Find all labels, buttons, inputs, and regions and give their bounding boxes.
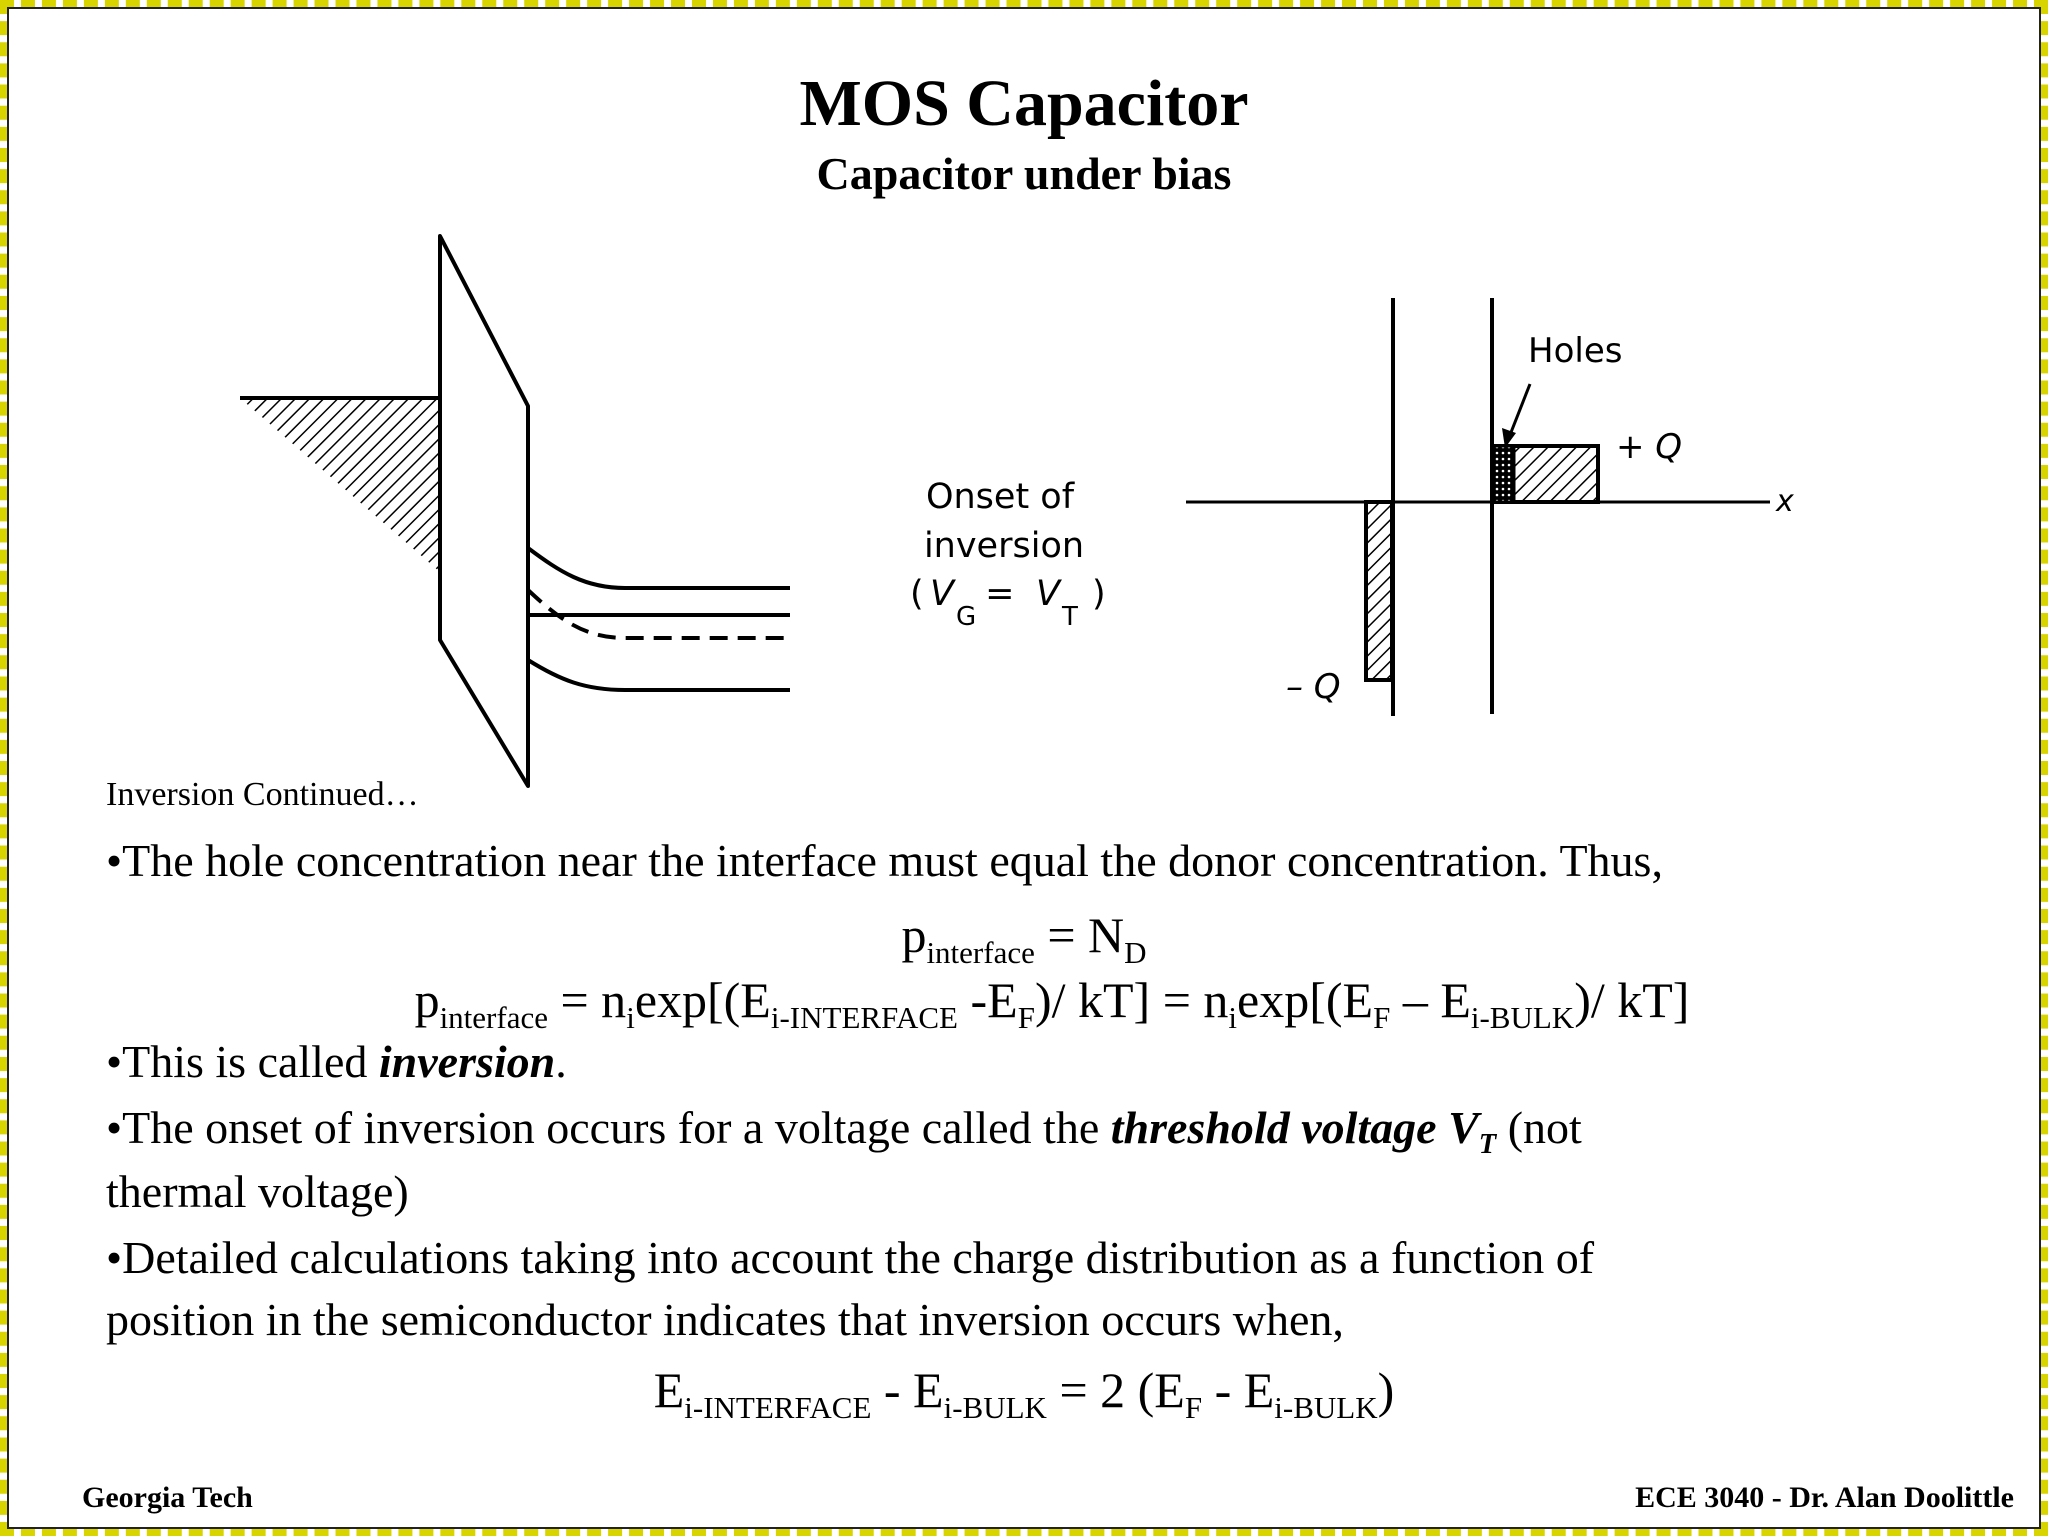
- eq2-f: – E: [1390, 972, 1471, 1028]
- intrinsic-level: [526, 588, 790, 640]
- bullet-detailed-line1: •Detailed calculations taking into accou…: [106, 1232, 1595, 1283]
- vt-close-paren: ): [1092, 574, 1106, 614]
- eq2-ef-sub: F: [1017, 999, 1035, 1035]
- bullet3-em: threshold voltage V: [1110, 1102, 1479, 1153]
- bullet-hole-concentration: •The hole concentration near the interfa…: [106, 835, 1663, 886]
- plus-q-label: + Q: [1616, 427, 1682, 467]
- valence-band: [526, 658, 790, 692]
- eq3-b: - E: [871, 1362, 944, 1418]
- footer-institution: Georgia Tech: [82, 1481, 253, 1514]
- eq2-b: exp[(E: [634, 972, 771, 1028]
- eq3-d-sub: i-BULK: [1274, 1389, 1378, 1425]
- slide-title: MOS Capacitor: [799, 67, 1249, 140]
- vg-equals: =: [974, 574, 1026, 614]
- bullet-threshold-line2: thermal voltage): [106, 1166, 409, 1217]
- holes-arrowhead: [1502, 428, 1516, 448]
- minus-q-label: – Q: [1286, 667, 1341, 707]
- eq1-p: p: [901, 907, 927, 963]
- eq2-eib-sub: i-BULK: [1470, 999, 1575, 1035]
- eq2-a: = n: [547, 972, 627, 1028]
- eq2-c: -E: [958, 972, 1018, 1028]
- onset-line2: inversion: [924, 526, 1084, 566]
- bullet-threshold-line1: •The onset of inversion occurs for a vol…: [106, 1100, 1582, 1159]
- conduction-band: [526, 546, 790, 590]
- bullet2-em: inversion: [378, 1036, 556, 1087]
- eq3-e: ): [1377, 1362, 1395, 1418]
- bullet2-pre: •This is called: [106, 1036, 379, 1087]
- slide-subtitle: Capacitor under bias: [816, 148, 1232, 199]
- charge-distribution-plot: [1186, 298, 1770, 716]
- negative-charge-bar: [1364, 500, 1394, 682]
- eq2-d: )/ kT] = n: [1034, 972, 1229, 1028]
- bullet3-post: (not: [1496, 1102, 1582, 1153]
- vg-symbol: V: [930, 574, 956, 614]
- inversion-continued: Inversion Continued…: [106, 776, 419, 813]
- eq3-c: = 2 (E: [1046, 1362, 1185, 1418]
- equation-p-interface-exp: pinterface = niexp[(Ei-INTERFACE -EF)/ k…: [0, 970, 2048, 1033]
- vt-symbol: V: [1036, 574, 1062, 614]
- bullet3-em-sub: T: [1478, 1128, 1497, 1160]
- eq1-p-sub: interface: [926, 934, 1035, 970]
- equation-p-interface-nd: pinterface = ND: [0, 905, 2048, 968]
- eq3-d: - E: [1202, 1362, 1275, 1418]
- eq1-nd-sub: D: [1124, 934, 1147, 970]
- onset-line1: Onset of: [926, 477, 1075, 517]
- bullet2-post: .: [555, 1036, 567, 1087]
- bullet-detailed-line2: position in the semiconductor indicates …: [106, 1294, 1344, 1345]
- equation-inversion-condition: Ei-INTERFACE - Ei-BULK = 2 (EF - Ei-BULK…: [0, 1360, 2048, 1423]
- eq3-a-sub: i-INTERFACE: [684, 1389, 872, 1425]
- footer-course: ECE 3040 - Dr. Alan Doolittle: [1635, 1481, 2014, 1514]
- holes-label: Holes: [1528, 331, 1622, 371]
- mos-figure: Onset of inversion ( V G = V T ) Holes +…: [240, 234, 1794, 788]
- bullet-inversion: •This is called inversion.: [106, 1034, 567, 1090]
- eq2-e: exp[(E: [1237, 972, 1374, 1028]
- vt-subscript: T: [1061, 602, 1078, 632]
- eq3-a: E: [653, 1362, 685, 1418]
- energy-band-diagram: [240, 234, 790, 788]
- eq2-g: )/ kT]: [1574, 972, 1690, 1028]
- eq2-ei-sub: i-INTERFACE: [770, 999, 958, 1035]
- onset-label: Onset of inversion ( V G = V T ): [910, 477, 1106, 632]
- eq2-p: p: [414, 972, 440, 1028]
- holes-arrow: [1506, 383, 1532, 441]
- vg-open-paren: (: [910, 574, 924, 614]
- eq2-p-sub: interface: [439, 999, 548, 1035]
- eq2-ni-sub: i: [626, 999, 635, 1035]
- vg-subscript: G: [956, 602, 976, 632]
- oxide-band: [438, 234, 530, 788]
- metal-fermi-hatch: [240, 398, 440, 572]
- bullet3-pre: •The onset of inversion occurs for a vol…: [106, 1102, 1111, 1153]
- eq3-b-sub: i-BULK: [943, 1389, 1047, 1425]
- charge-plot-labels: Holes + Q – Q x: [1286, 331, 1794, 707]
- eq2-ni2-sub: i: [1228, 999, 1238, 1035]
- eq3-c-sub: F: [1184, 1389, 1203, 1425]
- eq1-rest: = N: [1034, 907, 1125, 963]
- holes-region: [1490, 444, 1516, 504]
- eq2-ef2-sub: F: [1373, 999, 1391, 1035]
- x-axis-label: x: [1775, 484, 1794, 519]
